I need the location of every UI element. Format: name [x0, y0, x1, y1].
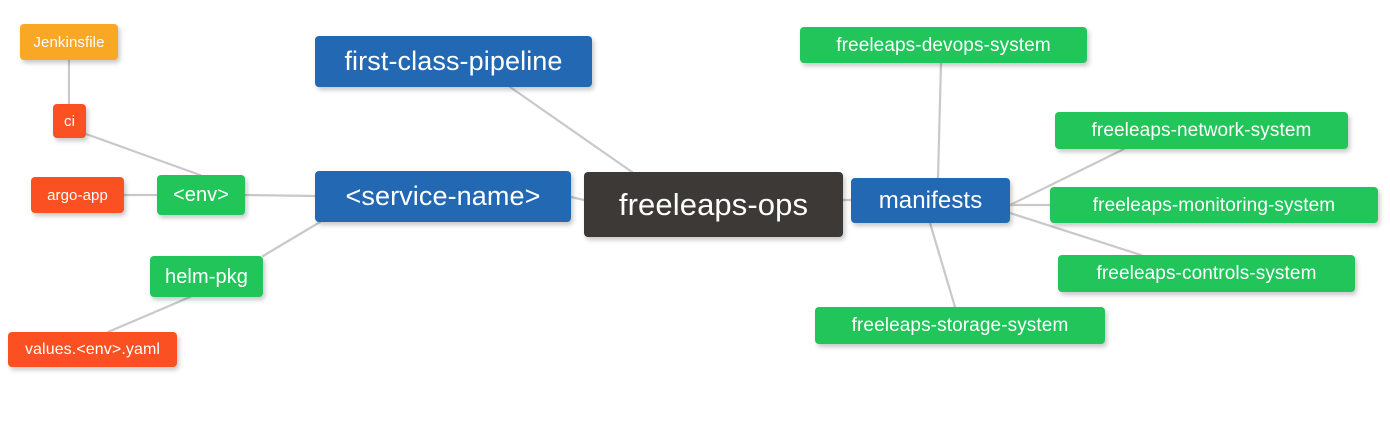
node-monitoring-system[interactable]: freeleaps-monitoring-system — [1050, 187, 1378, 223]
edge-first-class-pipeline-to-freeleaps-ops — [508, 85, 634, 174]
node-ci[interactable]: ci — [53, 104, 86, 138]
node-argo-app[interactable]: argo-app — [31, 177, 124, 213]
node-env[interactable]: <env> — [157, 175, 245, 215]
node-freeleaps-ops[interactable]: freeleaps-ops — [584, 172, 843, 237]
edge-manifests-to-storage-system — [928, 221, 957, 309]
node-manifests[interactable]: manifests — [851, 178, 1010, 223]
edge-service-name-to-helm-pkg — [261, 220, 322, 258]
edge-env-to-service-name — [243, 193, 317, 198]
node-network-system[interactable]: freeleaps-network-system — [1055, 112, 1348, 149]
edge-ci-to-env — [84, 132, 202, 177]
node-first-class-pipeline[interactable]: first-class-pipeline — [315, 36, 592, 87]
node-storage-system[interactable]: freeleaps-storage-system — [815, 307, 1105, 344]
node-helm-pkg[interactable]: helm-pkg — [150, 256, 263, 297]
edge-service-name-to-freeleaps-ops — [569, 195, 586, 202]
node-service-name[interactable]: <service-name> — [315, 171, 571, 222]
node-devops-system[interactable]: freeleaps-devops-system — [800, 27, 1087, 63]
edge-manifests-to-devops-system — [936, 61, 943, 180]
node-jenkinsfile[interactable]: Jenkinsfile — [20, 24, 118, 60]
edge-helm-pkg-to-values-yaml — [106, 295, 192, 334]
node-values-yaml[interactable]: values.<env>.yaml — [8, 332, 177, 367]
node-controls-system[interactable]: freeleaps-controls-system — [1058, 255, 1355, 292]
